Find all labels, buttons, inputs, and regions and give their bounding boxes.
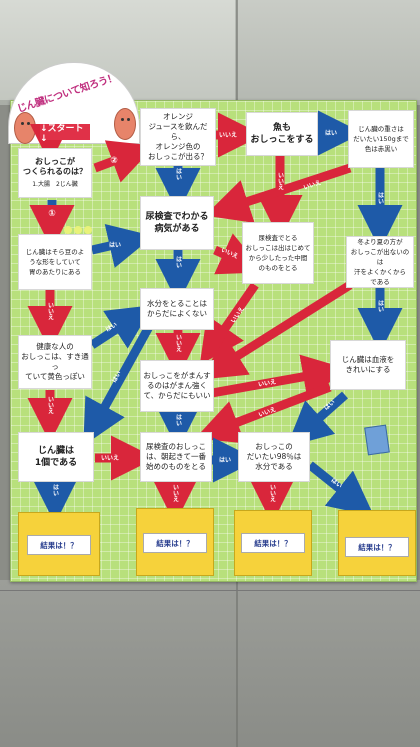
question-urine-test-disease: 尿検査でわかる 病気がある: [140, 196, 214, 250]
floor-line: [0, 590, 420, 591]
result-card-2-label: 結果は！？: [143, 533, 207, 553]
question-first-morning: 尿検査のおしっこ は、朝起きて一番 始めのものをとる: [140, 432, 212, 482]
question-start-text: おしっこが つくられるのは？: [23, 156, 87, 176]
wall-panel-right: [237, 0, 420, 100]
label-no: いいえ: [171, 484, 179, 502]
label-yes: はい: [174, 256, 182, 268]
label-yes: はい: [218, 457, 231, 464]
question-water-bad: 水分をとることは からだによくない: [140, 288, 214, 330]
wall-bottom: [0, 580, 420, 747]
label-yes: はい: [376, 300, 384, 312]
question-one-kidney: じん臓は 1個である: [18, 432, 94, 482]
question-bean-shape: じん臓はそら豆のよ うな形をしていて 胃のあたりにある: [18, 234, 92, 290]
result-card-4-label: 結果は！？: [345, 537, 409, 557]
label-no: いいえ: [268, 484, 276, 502]
question-start-hint: 1.大腸 2じん臓: [32, 180, 78, 188]
start-label: ↓スタート↓: [40, 124, 90, 144]
question-clean-blood: じん臓は血液を きれいにする: [330, 340, 406, 390]
label-no: いいえ: [46, 396, 54, 414]
kidney-mascot-right: [114, 108, 136, 140]
bean-dots: [64, 226, 72, 234]
label-no: いいえ: [174, 334, 182, 352]
result-card-2: 結果は！？: [136, 508, 214, 576]
label-no: いいえ: [100, 455, 119, 462]
question-orange-juice: オレンジ ジュースを飲んだら、 オレンジ色の おしっこが出る？: [140, 108, 216, 166]
result-card-1: 結果は！？: [18, 512, 100, 576]
label-no: いいえ: [276, 172, 284, 190]
result-card-4: 結果は！？: [338, 510, 416, 576]
result-card-3: 結果は！？: [234, 510, 312, 576]
step-one-marker: ①: [48, 209, 56, 219]
label-no: いいえ: [46, 302, 54, 320]
question-98-percent-water: おしっこの だいたい98％は 水分である: [238, 432, 310, 482]
label-yes: はい: [51, 484, 59, 496]
label-yes: はい: [324, 130, 337, 137]
result-card-1-label: 結果は！？: [27, 535, 91, 555]
question-start: おしっこが つくられるのは？ 1.大腸 2じん臓: [18, 148, 92, 198]
label-yes: はい: [376, 192, 384, 204]
label-no: いいえ: [218, 132, 237, 139]
label-yes: はい: [174, 168, 182, 180]
kidney-sticker: [364, 424, 390, 456]
label-yes: はい: [108, 242, 121, 249]
question-urine-test-method: 尿検査でとる おしっこは出はじめて から少したった中間 のものをとる: [242, 222, 314, 284]
question-kidney-weight: じん臓の重さは だいたい150gまで 色は赤黒い: [348, 110, 414, 168]
question-holding-urine: おしっこをがまんす るのはがまん強く て、からだにもいい: [140, 360, 214, 412]
label-yes: はい: [174, 414, 182, 426]
question-healthy-urine: 健康な人の おしっこは、すき通っ ていて黄色っぽい: [18, 335, 92, 389]
step-two-marker: ②: [110, 156, 118, 166]
question-summer-sweat: 冬より夏の方が おしっこが出ないのは 汗をよくかくから である: [346, 236, 414, 288]
question-fish: 魚も おしっこをする: [246, 112, 318, 156]
result-card-3-label: 結果は！？: [241, 533, 305, 553]
